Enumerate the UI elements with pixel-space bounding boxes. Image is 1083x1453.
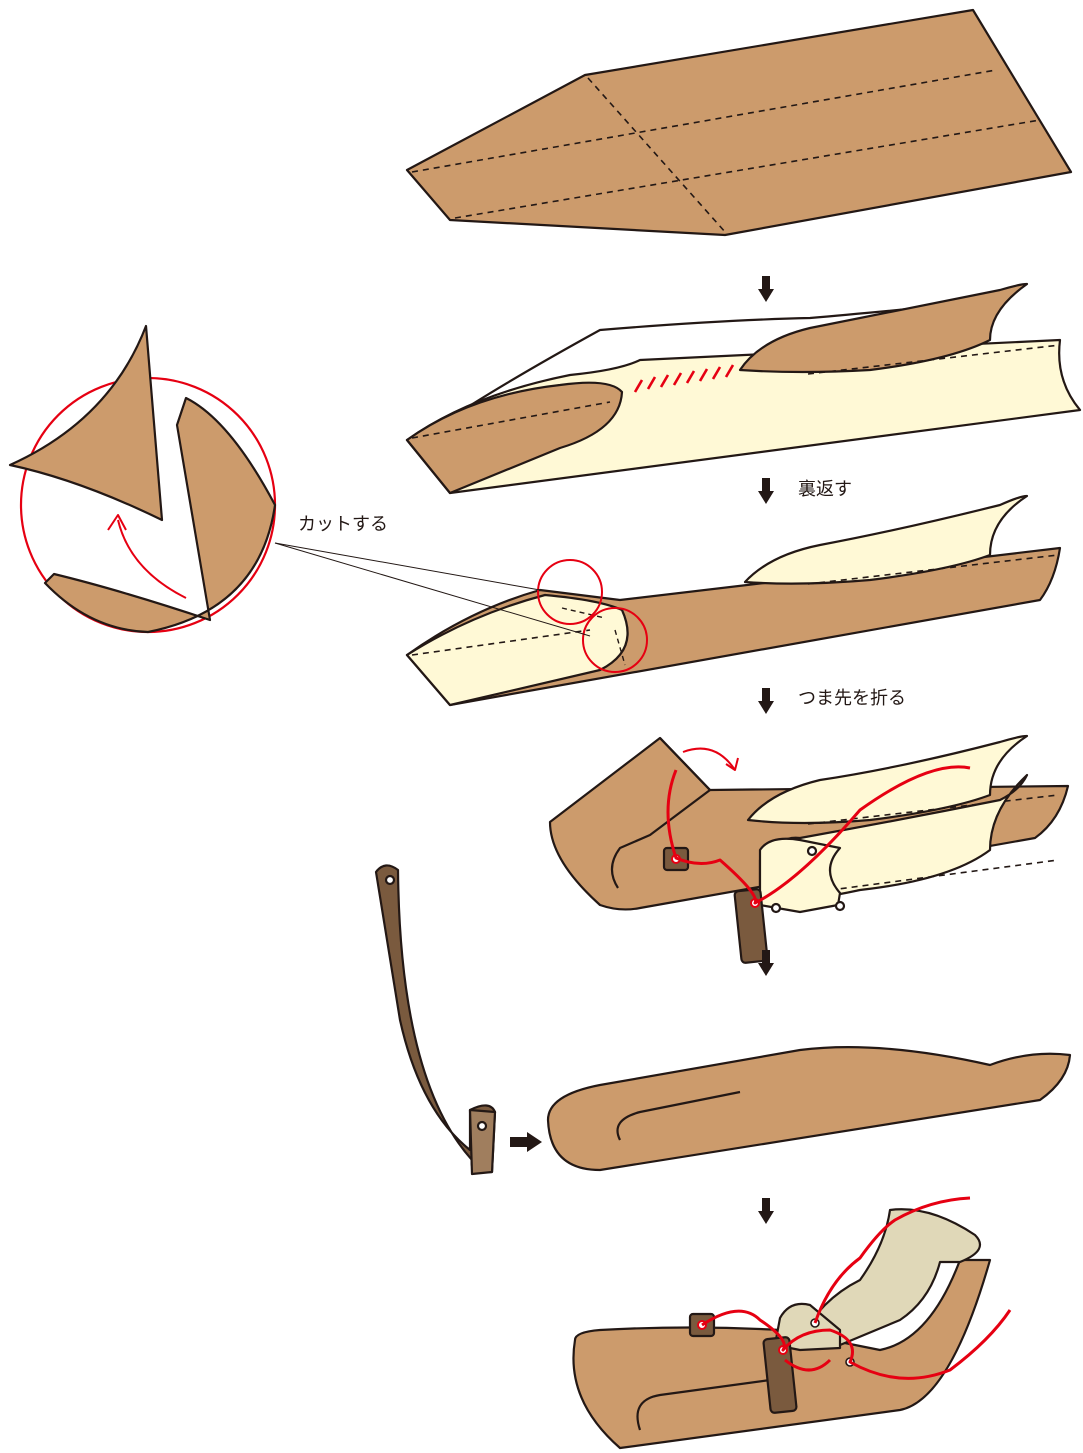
arrow-down-icon	[758, 276, 774, 302]
arrow-right-icon	[510, 1132, 542, 1152]
arrow-down-icon	[758, 950, 774, 976]
cut-label: カットする	[298, 516, 388, 534]
arrow-down-icon	[758, 688, 774, 714]
arrow-down-icon	[758, 478, 774, 504]
fold-toe-label: つま先を折る	[798, 690, 906, 708]
flat-leather-pattern	[407, 10, 1071, 235]
cut-detail-magnifier	[10, 326, 275, 632]
finished-shoe	[573, 1198, 1010, 1448]
turn-over-label: 裏返す	[798, 481, 852, 499]
strap-piece	[376, 865, 495, 1174]
sewn-leather-tube	[407, 284, 1080, 493]
arrow-down-icon	[758, 1198, 774, 1224]
turned-over-tube	[275, 496, 1060, 705]
